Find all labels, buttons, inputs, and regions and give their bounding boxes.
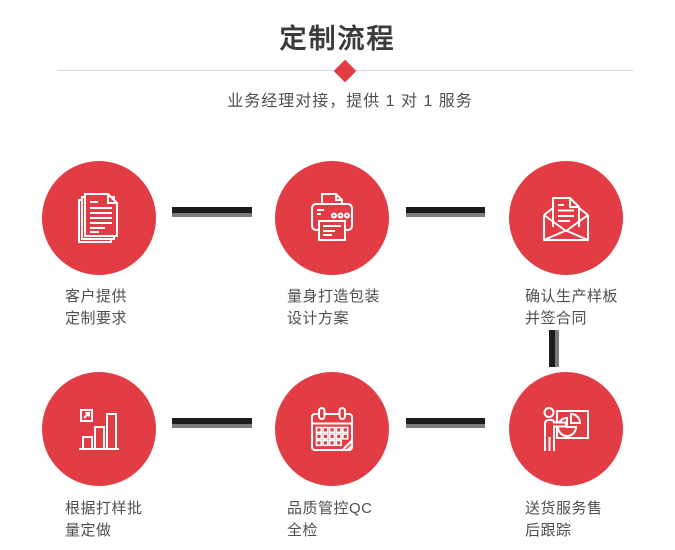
bar-chart-icon <box>79 409 119 450</box>
connector-step4-step5 <box>172 418 252 428</box>
step-label-line2: 全检 <box>287 522 319 539</box>
step-label-line2: 并签合同 <box>525 310 588 327</box>
page-subtitle: 业务经理对接，提供 1 对 1 服务 <box>227 93 473 110</box>
step-circle-batch-production <box>42 372 156 486</box>
connector-step1-step2 <box>172 207 252 217</box>
step-label: 确认生产样板 并签合同 <box>525 286 618 330</box>
stacked-documents-icon <box>78 193 118 243</box>
connector-step2-step3 <box>406 207 485 217</box>
step-label: 品质管控QC 全检 <box>287 498 373 542</box>
step-label-line1: 量身打造包装 <box>287 288 381 305</box>
step-label: 客户提供 定制要求 <box>65 286 127 330</box>
step-label: 量身打造包装 设计方案 <box>287 286 380 330</box>
step-label-line1: 根据打样批 <box>65 500 143 517</box>
step-circle-customer-requirements <box>42 161 156 275</box>
step-label: 送货服务售 后跟踪 <box>525 498 603 542</box>
step-circle-sample-contract <box>509 161 623 275</box>
step-label-line2: 量定做 <box>65 522 112 539</box>
connector-step5-step6 <box>406 418 485 428</box>
step-circle-delivery-tracking <box>509 372 623 486</box>
step-label-line1: 送货服务售 <box>525 500 603 517</box>
step-label: 根据打样批 量定做 <box>65 498 143 542</box>
page-title: 定制流程 <box>279 24 396 54</box>
open-envelope-icon <box>543 197 589 241</box>
step-circle-packaging-design <box>275 161 389 275</box>
step-label-line2: 后跟踪 <box>525 522 572 539</box>
step-label-line1: 品质管控QC <box>287 500 373 517</box>
connector-step3-step6 <box>549 330 559 367</box>
calendar-icon <box>311 407 353 451</box>
step-label-line2: 定制要求 <box>65 310 128 327</box>
diamond-icon <box>333 59 357 83</box>
presentation-icon <box>543 407 589 451</box>
step-label-line2: 设计方案 <box>287 310 350 327</box>
step-circle-quality-control <box>275 372 389 486</box>
step-label-line1: 客户提供 <box>65 288 128 305</box>
printer-icon <box>311 193 353 241</box>
step-label-line1: 确认生产样板 <box>525 288 619 305</box>
